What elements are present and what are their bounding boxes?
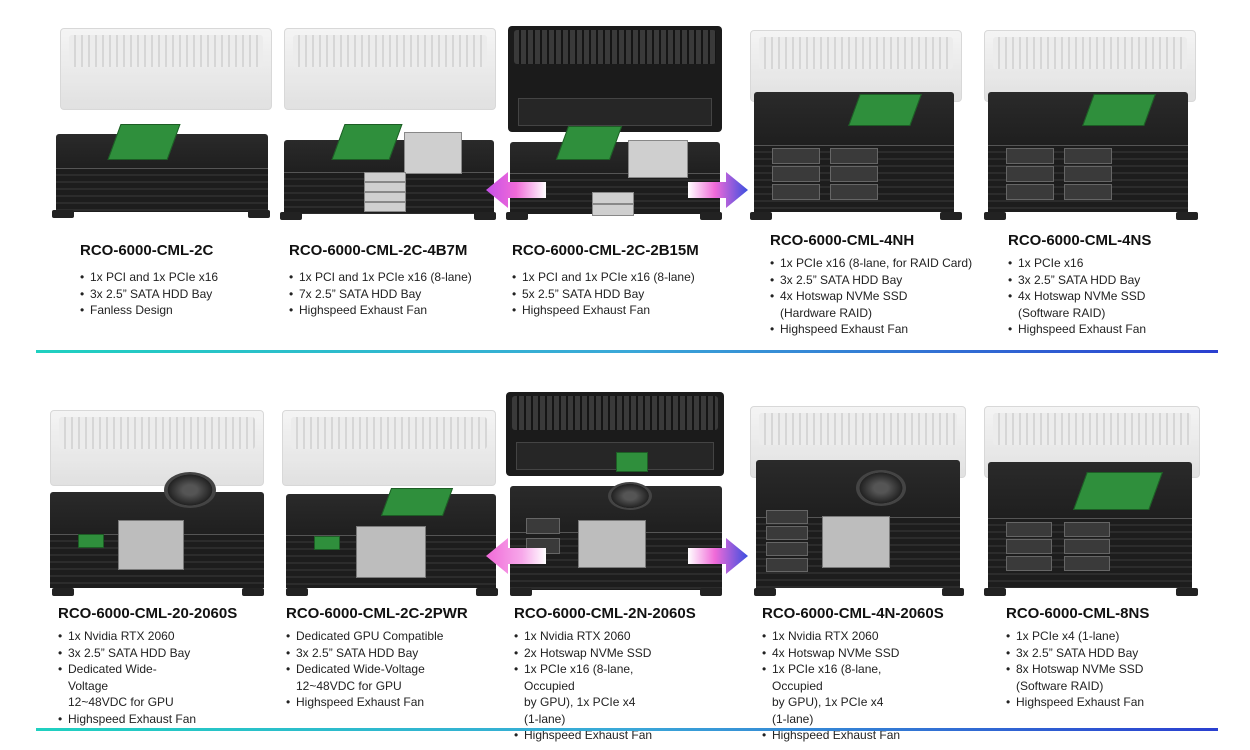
feature-item: 3x 2.5” SATA HDD Bay [770, 272, 972, 289]
feature-item: 1x PCIe x16 (8-lane, for RAID Card) [770, 255, 972, 272]
product-image-rco-6000-cml-2c-2pwr [276, 402, 502, 598]
section-divider [36, 350, 1218, 353]
feature-list: 1x PCIe x4 (1-lane) 3x 2.5” SATA HDD Bay… [1006, 628, 1144, 711]
feature-item: Highspeed Exhaust Fan [289, 302, 472, 319]
feature-item: Highspeed Exhaust Fan [514, 727, 652, 744]
feature-item: 1x Nvidia RTX 2060 [762, 628, 900, 645]
feature-item: 1x PCIe x4 (1-lane) [1006, 628, 1144, 645]
product-image-rco-6000-cml-2c [52, 22, 274, 222]
feature-list: Dedicated GPU Compatible 3x 2.5” SATA HD… [286, 628, 443, 711]
feature-item: Dedicated Wide-Voltage 12~48VDC for GPU [58, 661, 196, 711]
feature-item: 1x Nvidia RTX 2060 [514, 628, 652, 645]
product-image-rco-6000-cml-20-2060s [44, 402, 270, 598]
arrow-right-icon [688, 172, 748, 208]
feature-item: 1x PCI and 1x PCIe x16 [80, 269, 218, 286]
product-title: RCO-6000-CML-2N-2060S [514, 605, 696, 622]
product-title: RCO-6000-CML-8NS [1006, 605, 1150, 622]
feature-item: 1x PCIe x16 (8-lane, Occupied by GPU), 1… [514, 661, 652, 727]
feature-item: 7x 2.5” SATA HDD Bay [289, 286, 472, 303]
product-image-rco-6000-cml-8ns [980, 400, 1202, 598]
feature-item: Highspeed Exhaust Fan [58, 711, 196, 728]
feature-list: 1x PCI and 1x PCIe x16 3x 2.5” SATA HDD … [80, 269, 218, 319]
feature-list: 1x Nvidia RTX 2060 2x Hotswap NVMe SSD 1… [514, 628, 652, 744]
feature-item: 1x Nvidia RTX 2060 [58, 628, 196, 645]
product-title: RCO-6000-CML-2C-2PWR [286, 605, 468, 622]
product-image-rco-6000-cml-4ns [980, 22, 1202, 222]
feature-item: 4x Hotswap NVMe SSD (Software RAID) [1008, 288, 1146, 321]
feature-item: Highspeed Exhaust Fan [1008, 321, 1146, 338]
feature-item: 3x 2.5” SATA HDD Bay [58, 645, 196, 662]
feature-item: Dedicated GPU Compatible [286, 628, 443, 645]
product-title: RCO-6000-CML-2C-2B15M [512, 242, 699, 259]
product-title: RCO-6000-CML-4NS [1008, 232, 1152, 249]
feature-item: 3x 2.5” SATA HDD Bay [1008, 272, 1146, 289]
feature-list: 1x PCI and 1x PCIe x16 (8-lane) 7x 2.5” … [289, 269, 472, 319]
feature-item: 1x PCIe x16 [1008, 255, 1146, 272]
feature-list: 1x PCIe x16 (8-lane, for RAID Card) 3x 2… [770, 255, 972, 338]
section-divider [36, 728, 1218, 731]
feature-item: 3x 2.5” SATA HDD Bay [286, 645, 443, 662]
feature-list: 1x PCIe x16 3x 2.5” SATA HDD Bay 4x Hots… [1008, 255, 1146, 338]
product-image-rco-6000-cml-2c-4b7m [278, 22, 500, 222]
feature-item: Highspeed Exhaust Fan [286, 694, 443, 711]
feature-item: 1x PCIe x16 (8-lane, Occupied by GPU), 1… [762, 661, 900, 727]
feature-item: 8x Hotswap NVMe SSD (Software RAID) [1006, 661, 1144, 694]
arrow-left-icon [486, 538, 546, 574]
feature-item: 5x 2.5” SATA HDD Bay [512, 286, 695, 303]
feature-item: 4x Hotswap NVMe SSD (Hardware RAID) [770, 288, 972, 321]
feature-item: Highspeed Exhaust Fan [770, 321, 972, 338]
feature-item: 4x Hotswap NVMe SSD [762, 645, 900, 662]
feature-item: Highspeed Exhaust Fan [1006, 694, 1144, 711]
feature-item: 3x 2.5” SATA HDD Bay [1006, 645, 1144, 662]
feature-item: Dedicated Wide-Voltage 12~48VDC for GPU [286, 661, 443, 694]
feature-list: 1x Nvidia RTX 2060 4x Hotswap NVMe SSD 1… [762, 628, 900, 744]
feature-item: 2x Hotswap NVMe SSD [514, 645, 652, 662]
arrow-right-icon [688, 538, 748, 574]
product-title: RCO-6000-CML-4NH [770, 232, 915, 249]
feature-item: 1x PCI and 1x PCIe x16 (8-lane) [512, 269, 695, 286]
product-title: RCO-6000-CML-2C-4B7M [289, 242, 468, 259]
feature-list: 1x PCI and 1x PCIe x16 (8-lane) 5x 2.5” … [512, 269, 695, 319]
feature-item: Fanless Design [80, 302, 218, 319]
product-title: RCO-6000-CML-20-2060S [58, 605, 238, 622]
feature-item: Highspeed Exhaust Fan [762, 727, 900, 744]
feature-item: 3x 2.5” SATA HDD Bay [80, 286, 218, 303]
product-title: RCO-6000-CML-2C [80, 242, 214, 259]
product-title: RCO-6000-CML-4N-2060S [762, 605, 944, 622]
feature-item: Highspeed Exhaust Fan [512, 302, 695, 319]
feature-list: 1x Nvidia RTX 2060 3x 2.5” SATA HDD Bay … [58, 628, 196, 727]
product-image-rco-6000-cml-4n-2060s [746, 400, 968, 598]
feature-item: 1x PCI and 1x PCIe x16 (8-lane) [289, 269, 472, 286]
arrow-left-icon [486, 172, 546, 208]
product-image-rco-6000-cml-4nh [744, 22, 966, 222]
